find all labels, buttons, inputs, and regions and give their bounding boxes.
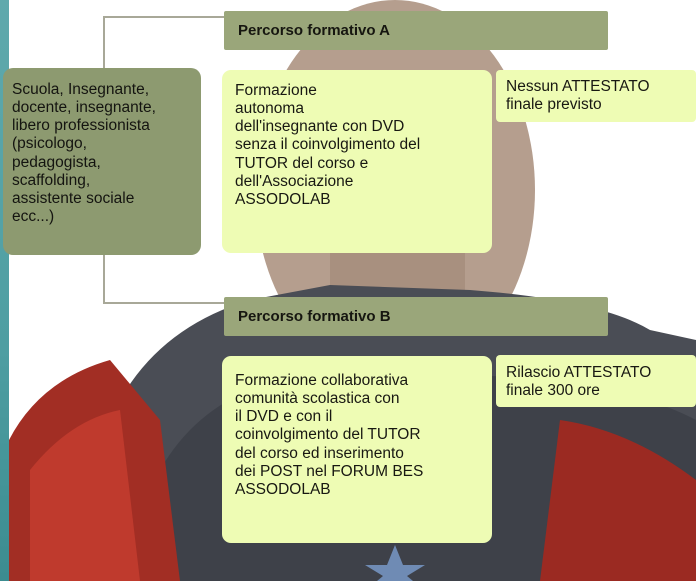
path-b-note-text: Rilascio ATTESTATO finale 300 ore <box>506 364 652 400</box>
path-a-note-text: Nessun ATTESTATO finale previsto <box>506 78 650 114</box>
path-a-content-text: Formazione autonoma dell'insegnante con … <box>235 82 421 208</box>
connector-bottom <box>103 302 225 304</box>
target-audience-box: Scuola, Insegnante, docente, insegnante,… <box>3 68 201 255</box>
path-a-title: Percorso formativo A <box>224 11 608 50</box>
path-a-title-text: Percorso formativo A <box>238 22 390 39</box>
path-b-content-box: Formazione collaborativa comunità scolas… <box>222 356 492 543</box>
path-a-note-box: Nessun ATTESTATO finale previsto <box>496 70 696 122</box>
path-b-content-text: Formazione collaborativa comunità scolas… <box>235 372 424 498</box>
red-jacket-right <box>540 420 696 581</box>
target-audience-text: Scuola, Insegnante, docente, insegnante,… <box>12 81 156 225</box>
star-patch <box>365 545 425 581</box>
path-a-content-box: Formazione autonoma dell'insegnante con … <box>222 70 492 253</box>
left-edge-band <box>0 0 9 581</box>
path-b-title: Percorso formativo B <box>224 297 608 336</box>
connector-top <box>103 16 225 18</box>
path-b-title-text: Percorso formativo B <box>238 308 391 325</box>
path-b-note-box: Rilascio ATTESTATO finale 300 ore <box>496 355 696 407</box>
